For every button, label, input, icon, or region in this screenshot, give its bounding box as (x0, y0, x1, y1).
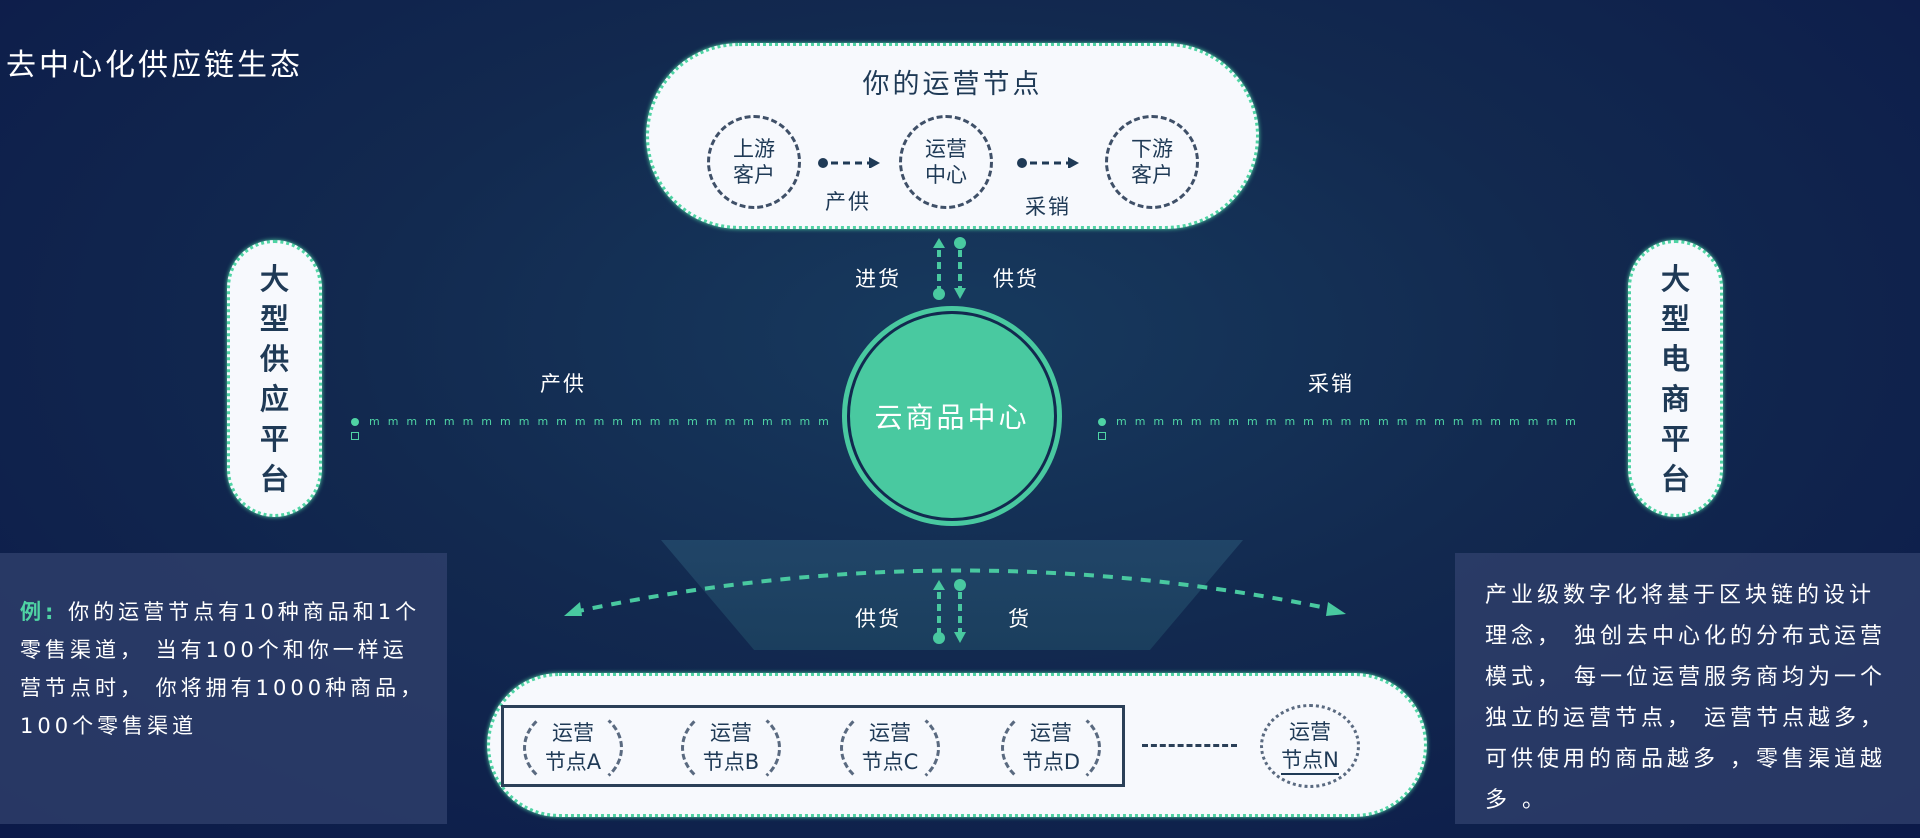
node-line: 运营 (1289, 719, 1331, 744)
node-line: 节点N (1281, 747, 1339, 775)
large-ecommerce-platform: 大型电商平台 (1628, 240, 1723, 517)
nodes-group-box (501, 705, 1125, 787)
operation-node-c: 运营节点C (840, 706, 940, 790)
sales-label: 采销 (1025, 195, 1071, 219)
node-line: 节点D (1021, 750, 1081, 774)
node-line: 下游 (1131, 137, 1173, 161)
upstream-customer-node: 上游客户 (707, 115, 801, 209)
node-line: 运营 (869, 721, 911, 745)
purchase-label: 进货 (855, 267, 901, 291)
dashed-arc-arrow-icon (564, 568, 1346, 616)
platform-char: 台 (1660, 461, 1690, 496)
example-prefix: 例: (20, 600, 58, 624)
supply-goods-label: 供货 (993, 267, 1039, 291)
platform-char: 大 (1660, 261, 1690, 296)
operation-center-node: 运营中心 (899, 115, 993, 209)
node-line: 客户 (733, 163, 775, 187)
operation-node-panel: 你的运营节点 上游客户 运营中心 下游客户 产供 采销 (646, 43, 1259, 229)
node-line: 节点B (702, 750, 760, 774)
goods-label-lower: 货 (1008, 607, 1031, 631)
supply-goods-label-lower: 供货 (855, 607, 901, 631)
right-dotted-line: mmmmmmmmmmmmmmmmmmmmmmmmm (1116, 415, 1584, 428)
description-panel: 产业级数字化将基于区块链的设计理念， 独创去中心化的分布式运营模式， 每一位运营… (1455, 553, 1920, 824)
description-text: 产业级数字化将基于区块链的设计理念， 独创去中心化的分布式运营模式， 每一位运营… (1485, 583, 1886, 813)
platform-char: 大 (259, 261, 289, 296)
large-supply-platform: 大型供应平台 (227, 240, 322, 517)
operation-node-b: 运营节点B (681, 706, 781, 790)
supply-label: 产供 (825, 190, 871, 214)
platform-char: 平 (259, 421, 289, 456)
node-line: 节点A (544, 750, 602, 774)
bidirectional-arrow-icon (933, 237, 966, 300)
bidirectional-arrow-icon (933, 579, 966, 644)
node-line: 上游 (733, 137, 775, 161)
platform-char: 电 (1660, 341, 1690, 376)
node-line: 运营 (1030, 721, 1072, 745)
arrow-right-icon (818, 157, 880, 168)
arrow-right-icon (1017, 157, 1079, 168)
operation-node-d: 运营节点D (1001, 706, 1101, 790)
example-panel: 例: 你的运营节点有10种商品和1个零售渠道， 当有100个和你一样运营节点时，… (0, 553, 447, 824)
line-start-dot (351, 418, 359, 426)
platform-char: 平 (1660, 421, 1690, 456)
line-start-dot (1098, 418, 1106, 426)
operation-node-a: 运营节点A (523, 706, 623, 790)
platform-char: 供 (259, 341, 289, 376)
downstream-customer-node: 下游客户 (1105, 115, 1199, 209)
node-line: 运营 (925, 137, 967, 161)
ellipsis-dash-line (1142, 744, 1237, 747)
platform-char: 型 (1660, 301, 1690, 336)
node-line: 节点C (861, 750, 919, 774)
platform-char: 台 (259, 461, 289, 496)
platform-char: 应 (259, 381, 289, 416)
node-line: 客户 (1131, 163, 1173, 187)
platform-char: 型 (259, 301, 289, 336)
platform-char: 商 (1660, 381, 1690, 416)
node-line: 中心 (925, 163, 967, 187)
right-flow-label: 采销 (1308, 372, 1354, 396)
line-start-square (351, 432, 359, 440)
page-title: 去中心化供应链生态 (6, 48, 303, 83)
operation-node-n: 运营节点N (1260, 704, 1360, 788)
operation-nodes-panel: 运营节点A 运营节点B 运营节点C 运营节点D 运营节点N (487, 673, 1427, 817)
node-line: 运营 (710, 721, 752, 745)
stage-band (661, 540, 1243, 650)
node-line: 运营 (552, 721, 594, 745)
left-flow-label: 产供 (540, 372, 586, 396)
example-text: 你的运营节点有10种商品和1个零售渠道， 当有100个和你一样运营节点时， 你将… (20, 600, 426, 738)
line-start-square (1098, 432, 1106, 440)
left-dotted-line: mmmmmmmmmmmmmmmmmmmmmmmmm (369, 415, 837, 428)
operation-node-title: 你的运营节点 (862, 69, 1043, 100)
cloud-goods-center: 云商品中心 (842, 306, 1062, 526)
